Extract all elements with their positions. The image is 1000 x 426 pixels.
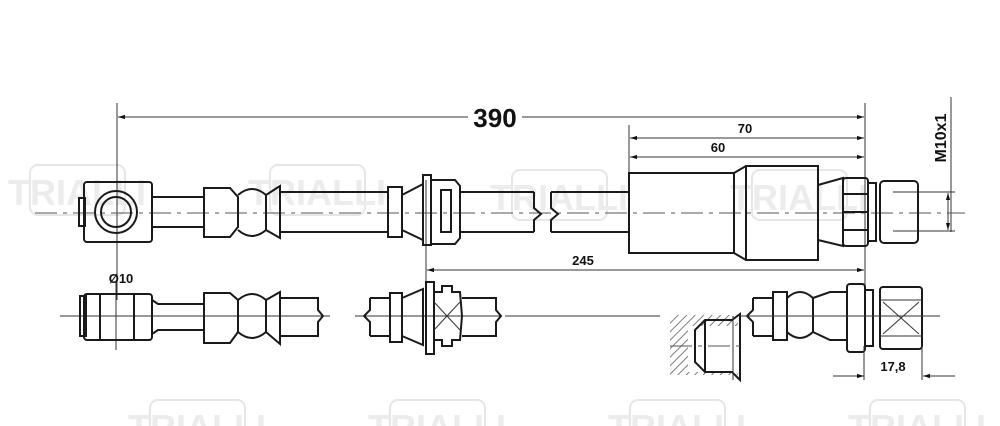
svg-text:Ø10: Ø10: [109, 271, 134, 286]
svg-text:M10x1: M10x1: [933, 113, 950, 162]
svg-text:245: 245: [572, 253, 594, 268]
svg-text:390: 390: [473, 103, 516, 133]
hose-side-view: Ø10: [60, 271, 940, 383]
dimension-fitting-length: 70 60: [628, 121, 864, 172]
svg-text:60: 60: [711, 140, 725, 155]
svg-text:TRIALLI: TRIALLI: [128, 407, 266, 426]
svg-text:TRIALLI: TRIALLI: [608, 407, 746, 426]
hose-top-view: [35, 165, 965, 261]
svg-text:TRIALLI: TRIALLI: [368, 407, 506, 426]
watermarks: TRIALLI TRIALLI TRIALLI TRIALLI TRIALLI …: [8, 164, 986, 426]
dimension-nut-width: 17,8: [833, 346, 955, 380]
svg-text:TRIALLI: TRIALLI: [490, 177, 628, 218]
dimension-hose-length: 245: [425, 180, 864, 292]
svg-text:17,8: 17,8: [880, 359, 905, 374]
dimension-overall-length: 390: [116, 103, 866, 300]
dimension-thread: M10x1: [905, 97, 955, 232]
svg-text:70: 70: [738, 121, 752, 136]
svg-text:TRIALLI: TRIALLI: [848, 407, 986, 426]
